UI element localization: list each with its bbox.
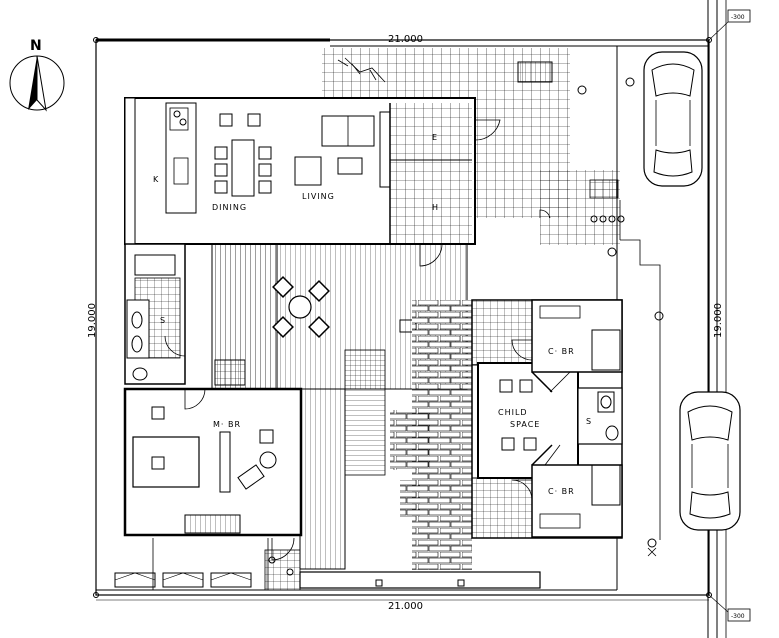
dimensions: 21.000 21.000 19.000 19.000 xyxy=(87,34,724,612)
dim-left: 19.000 xyxy=(87,303,98,338)
north-label: N xyxy=(30,38,42,54)
room-label-dining: DINING xyxy=(212,203,247,212)
north-arrow: N xyxy=(9,38,65,112)
site-markers xyxy=(268,311,664,576)
room-label-living: LIVING xyxy=(302,192,335,201)
room-label-e: E xyxy=(432,133,438,142)
room-label-s-right: S xyxy=(586,417,592,426)
dim-bottom: 21.000 xyxy=(388,601,423,612)
car-bottom xyxy=(679,391,741,531)
level-tag-bottom: -300 xyxy=(731,613,745,620)
room-label-child-br-top: C· BR xyxy=(548,347,575,356)
child-wing: C· BR CHILD SPACE S C· BR xyxy=(471,299,623,539)
car-top xyxy=(643,51,703,187)
room-label-child-br-bottom: C· BR xyxy=(548,487,575,496)
room-label-master-br: M· BR xyxy=(213,420,241,429)
level-tag-top: -300 xyxy=(731,14,745,21)
main-house: K DINING LIVING E H xyxy=(124,97,551,267)
room-label-kitchen: K xyxy=(153,175,159,184)
room-label-h: H xyxy=(432,203,439,212)
room-label-child-space-1: CHILD xyxy=(498,408,528,417)
south-strip xyxy=(114,538,541,591)
room-label-child-space-2: SPACE xyxy=(510,420,540,429)
room-label-s-left: S xyxy=(160,316,166,325)
garden-path xyxy=(390,300,472,570)
road-edge: -300 -300 xyxy=(707,0,751,638)
dim-right: 19.000 xyxy=(713,303,724,338)
master-bedroom: M· BR xyxy=(123,387,303,561)
bathroom-west: S xyxy=(124,243,186,385)
dim-top: 21.000 xyxy=(388,34,423,45)
